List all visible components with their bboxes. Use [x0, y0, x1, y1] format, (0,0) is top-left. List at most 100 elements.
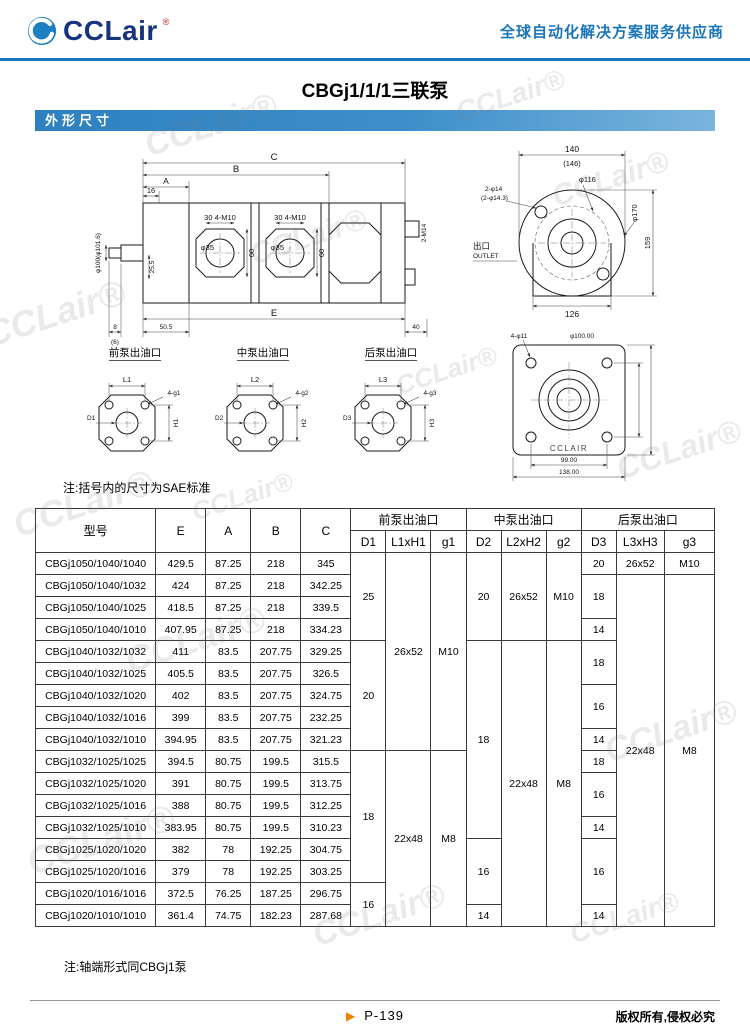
value-cell: 26x52	[500, 552, 547, 641]
value-cell: M8	[430, 750, 467, 927]
value-cell: 16	[350, 882, 387, 927]
value-cell: 83.5	[205, 706, 252, 729]
model-cell: CBGj1032/1025/1020	[34, 772, 157, 795]
column-header: 中泵出油口	[465, 508, 582, 531]
value-cell: 379	[155, 860, 207, 883]
port-dimension-lines	[224, 384, 299, 442]
dim-8-label: 8	[113, 324, 117, 331]
center-lines	[200, 233, 310, 273]
value-cell: 303.25	[300, 860, 352, 883]
value-cell: 304.75	[300, 838, 352, 861]
dim-60-label-2: 60	[317, 249, 326, 257]
outlet-cn-label: 出口	[473, 241, 490, 251]
dim-138-label: 138.00	[559, 469, 579, 476]
model-cell: CBGj1040/1032/1016	[34, 706, 157, 729]
dimension-lines	[104, 161, 428, 334]
value-cell: 372.5	[155, 882, 207, 905]
value-cell: M8	[545, 640, 582, 927]
dim-140-label: 140	[565, 144, 579, 154]
port-g-label: 4-g2	[295, 390, 308, 397]
value-cell: 382	[155, 838, 207, 861]
column-subheader: g1	[430, 530, 467, 553]
drawing-area: C B A 16 30 4-M10 30 4-M10 φ35 φ35 60 60…	[35, 133, 715, 505]
flange-brand-text: CCLAIR	[550, 444, 588, 453]
registered-mark: ®	[162, 17, 170, 27]
port-center-lines	[112, 408, 142, 438]
value-cell: 329.25	[300, 640, 352, 663]
value-cell: 296.75	[300, 882, 352, 905]
page-title: CBGj1/1/1三联泵	[301, 81, 449, 102]
model-cell: CBGj1032/1025/1025	[34, 750, 157, 773]
phi35-label-2: φ35	[271, 243, 284, 252]
dim-60-label-1: 60	[247, 249, 256, 257]
value-cell: 411	[155, 640, 207, 663]
value-cell: 83.5	[205, 640, 252, 663]
value-cell: 313.75	[300, 772, 352, 795]
port-title-front-label: 前泵出油口	[108, 347, 162, 361]
value-cell: 315.5	[300, 750, 352, 773]
phi116-label: φ116	[579, 175, 596, 184]
value-cell: 83.5	[205, 728, 252, 751]
rear-port-drawing: L3 4-g3 H3 D3	[343, 375, 437, 452]
value-cell: 18	[580, 750, 617, 773]
model-cell: CBGj1020/1016/1016	[34, 882, 157, 905]
copyright-text: 版权所有,侵权必究	[615, 1010, 715, 1024]
value-cell: M10	[663, 552, 716, 575]
value-cell: 16	[580, 684, 617, 729]
value-cell: 192.25	[250, 860, 302, 883]
value-cell: 312.25	[300, 794, 352, 817]
value-cell: 207.75	[250, 684, 302, 707]
pump-body-outline	[108, 202, 420, 304]
m14-label: 2-M14	[421, 223, 428, 242]
value-cell: 232.25	[300, 706, 352, 729]
value-cell: 192.25	[250, 838, 302, 861]
value-cell: 407.95	[155, 618, 207, 641]
value-cell: 16	[580, 772, 617, 817]
rear-view-drawing: 140 (146) 2-φ14 (2-φ14.3) φ116 φ170 159 …	[473, 144, 657, 319]
model-cell: CBGj1040/1032/1032	[34, 640, 157, 663]
value-cell: 339.5	[300, 596, 352, 619]
dim-50-5-label: 50.5	[160, 324, 173, 331]
value-cell: 16	[580, 838, 617, 905]
model-cell: CBGj1040/1032/1010	[34, 728, 157, 751]
column-subheader: L3xH3	[615, 530, 665, 553]
value-cell: 187.25	[250, 882, 302, 905]
value-cell: 78	[205, 838, 252, 861]
value-cell: 18	[350, 750, 387, 883]
column-header: B	[250, 508, 302, 553]
front-port-drawing: L1 4-g1 H1 D1	[87, 375, 181, 452]
flange-center-lines	[531, 362, 607, 438]
value-cell: 18	[580, 640, 617, 685]
value-cell: 80.75	[205, 816, 252, 839]
dim-126-label: 126	[565, 309, 579, 319]
section-header: 外形尺寸	[35, 110, 715, 131]
extension-lines	[108, 159, 428, 337]
model-cell: CBGj1020/1010/1010	[34, 904, 157, 927]
dim-40-label: 40	[412, 324, 420, 331]
value-cell: 78	[205, 860, 252, 883]
value-cell: 405.5	[155, 662, 207, 685]
dim-25-5-label: 25.5	[149, 260, 156, 273]
model-cell: CBGj1050/1040/1032	[34, 574, 157, 597]
value-cell: 14	[580, 618, 617, 641]
shaft-diameter-label: φ100(φ101.6)	[95, 233, 102, 273]
port-center-lines	[368, 408, 398, 438]
value-cell: 18	[465, 640, 502, 839]
value-cell: M8	[663, 574, 716, 927]
port1-bolt-label: 30 4-M10	[204, 213, 236, 222]
logo-icon	[27, 16, 57, 46]
column-header: 后泵出油口	[580, 508, 716, 531]
value-cell: 199.5	[250, 750, 302, 773]
value-cell: 80.75	[205, 794, 252, 817]
outlet-en-label: OUTLET	[473, 253, 499, 260]
logo-text: CCLair	[63, 15, 158, 46]
value-cell: 207.75	[250, 706, 302, 729]
value-cell: 424	[155, 574, 207, 597]
value-cell: 324.75	[300, 684, 352, 707]
column-header: A	[205, 508, 252, 553]
